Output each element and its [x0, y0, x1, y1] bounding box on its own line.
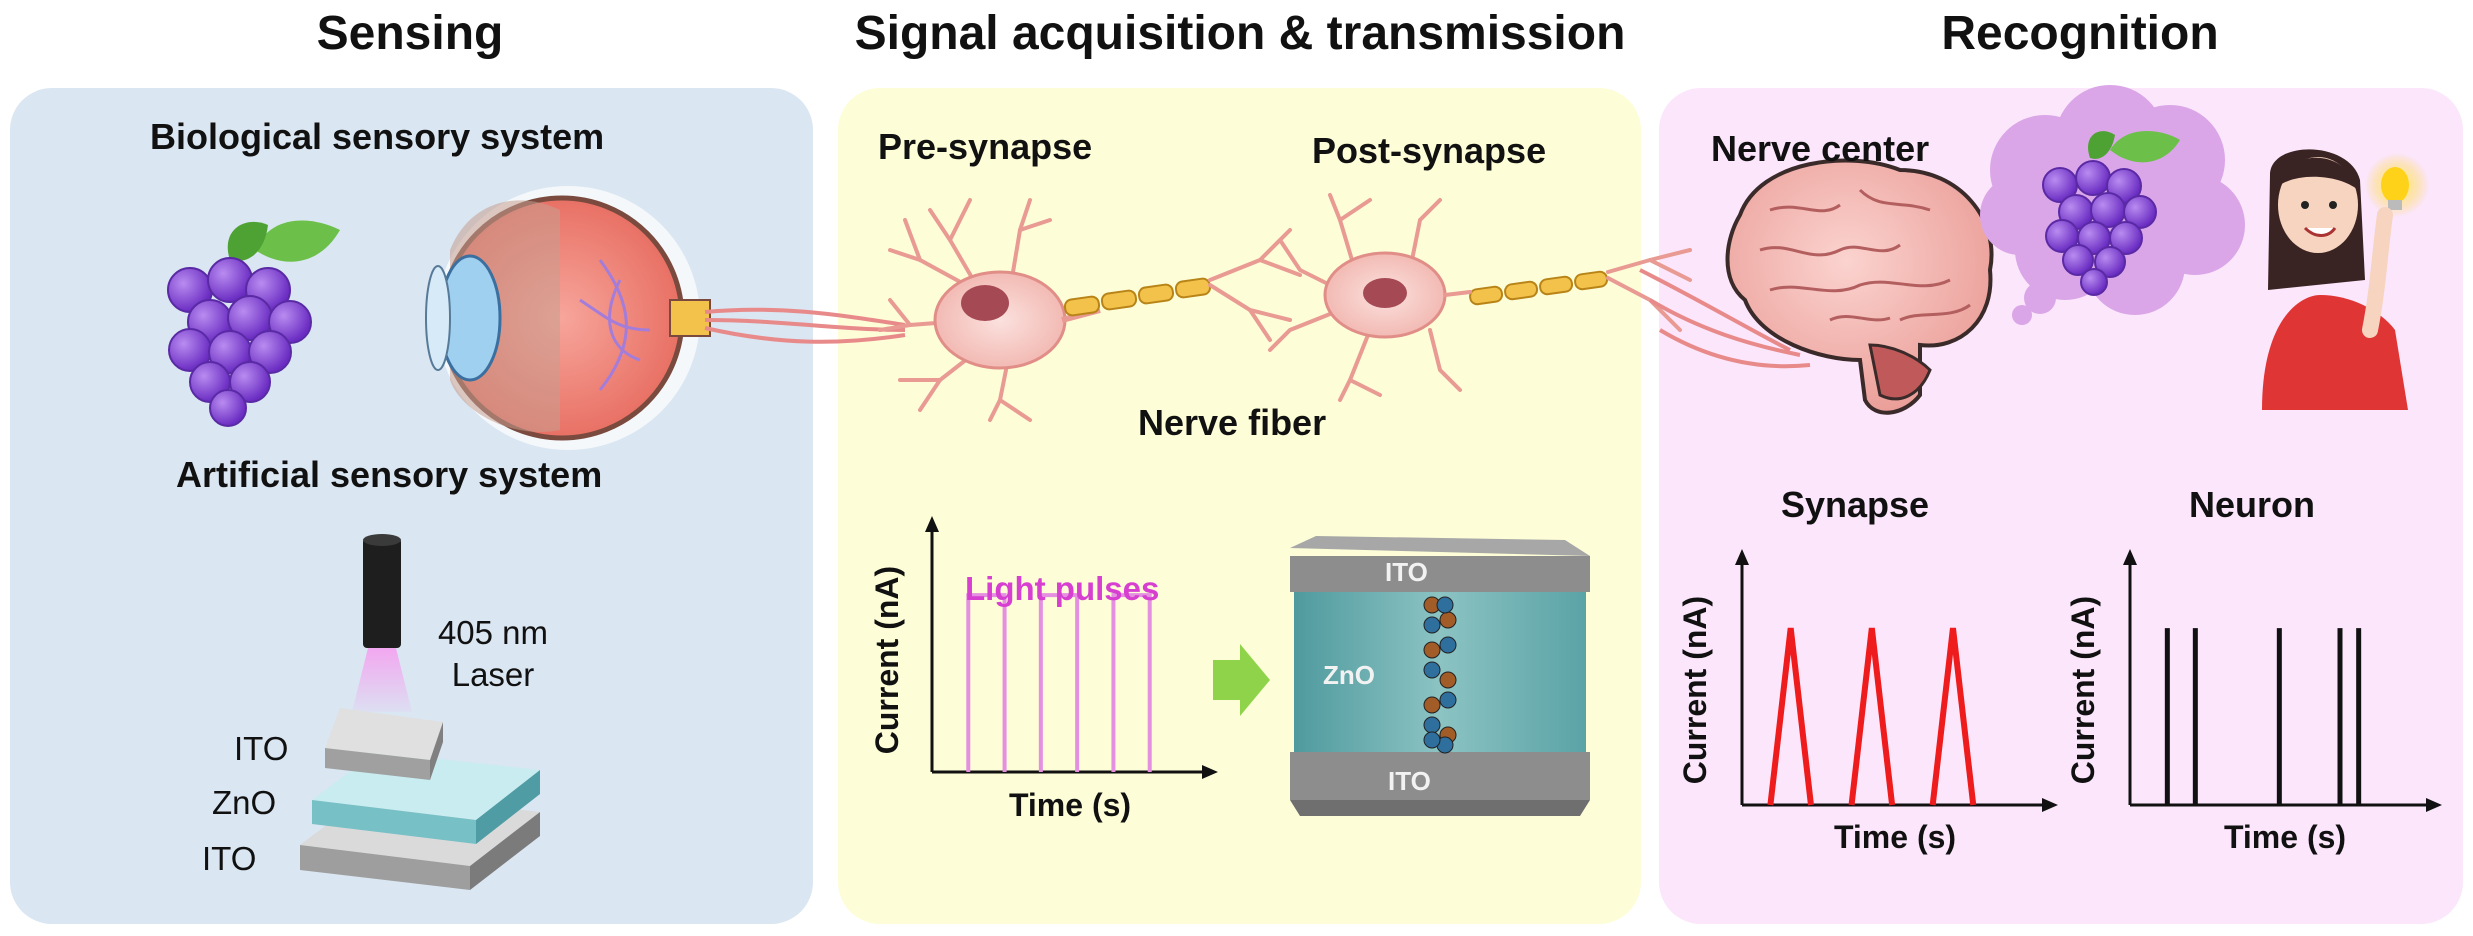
light-pulses-label: Light pulses	[965, 570, 1159, 607]
x-axis-arrow	[2426, 798, 2442, 812]
y-axis-label: Current (nA)	[869, 566, 905, 754]
device-stack-icon	[300, 708, 540, 890]
x-axis-label: Time (s)	[1834, 819, 1956, 855]
biological-system-label: Biological sensory system	[150, 116, 605, 157]
person-icon	[2262, 149, 2429, 410]
section-title-recognition: Recognition	[1941, 7, 2219, 60]
laser-icon	[352, 534, 412, 712]
brain-nerve-bundle	[1639, 268, 1811, 369]
device-top-ito-label: ITO	[1385, 557, 1428, 587]
y-axis-arrow	[2123, 549, 2137, 565]
nerve-center-label: Nerve center	[1711, 128, 1930, 169]
light-pulse-series	[966, 593, 1152, 772]
y-axis-arrow	[1735, 549, 1749, 565]
synapse-label: Synapse	[1781, 484, 1930, 525]
nerve-fiber-label: Nerve fiber	[1138, 402, 1327, 443]
artificial-system-label: Artificial sensory system	[176, 454, 603, 495]
synapse-series	[1767, 627, 1977, 806]
y-axis-label: Current (nA)	[2065, 596, 2101, 784]
y-axis-label: Current (nA)	[1677, 596, 1713, 784]
zno-device-box	[1290, 536, 1590, 816]
eye-icon	[425, 186, 711, 450]
section-title-signal: Signal acquisition & transmission	[854, 7, 1626, 60]
layer-top-ito-label: ITO	[234, 730, 289, 767]
section-title-sensing: Sensing	[316, 7, 504, 60]
post-synapse-label: Post-synapse	[1312, 130, 1547, 171]
pre-synapse-neuron	[878, 198, 1101, 422]
nerve-fiber-2	[1469, 270, 1609, 306]
layer-zno-label: ZnO	[212, 784, 277, 821]
neuron-label: Neuron	[2189, 484, 2315, 525]
y-axis-arrow	[925, 516, 939, 532]
x-axis-label: Time (s)	[1009, 787, 1131, 823]
brain-icon	[1725, 158, 1994, 415]
device-bottom-ito-label: ITO	[1388, 766, 1431, 796]
laser-word-label: Laser	[451, 656, 535, 693]
thought-grape-icon	[2042, 130, 2180, 296]
nerve-fiber-1	[1063, 277, 1212, 317]
x-axis-label: Time (s)	[2224, 819, 2346, 855]
x-axis-arrow	[2042, 798, 2058, 812]
neuron-series	[2164, 628, 2362, 805]
right-arrow-icon	[1213, 644, 1270, 716]
x-axis-arrow	[1202, 765, 1218, 779]
laser-wavelength-label: 405 nm	[437, 614, 549, 651]
layer-bottom-ito-label: ITO	[202, 840, 257, 877]
pre-synapse-label: Pre-synapse	[878, 126, 1093, 167]
grape-icon	[167, 220, 340, 427]
device-zno-label: ZnO	[1323, 660, 1375, 690]
